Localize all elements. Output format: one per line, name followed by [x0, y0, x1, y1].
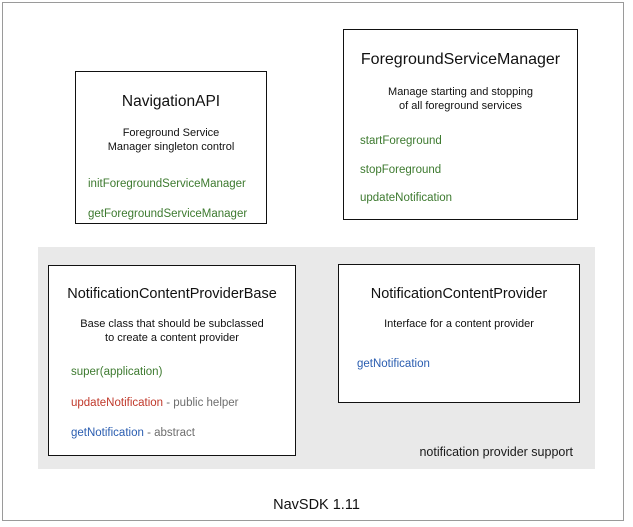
member-list-foreground-service-manager: startForeground stopForeground updateNot… — [344, 135, 577, 205]
member-item[interactable]: updateNotification — [360, 192, 577, 205]
class-title-foreground-service-manager: ForegroundServiceManager — [360, 51, 561, 68]
class-title-notification-content-provider-base: NotificationContentProviderBase — [67, 286, 277, 302]
description-line: Manage starting and stopping — [388, 86, 533, 98]
description-line: Foreground Service — [122, 127, 220, 139]
member-item[interactable]: updateNotification - public helper — [71, 396, 295, 410]
group-panel-label: notification provider support — [419, 445, 573, 459]
member-item[interactable]: getNotification — [357, 358, 579, 371]
class-title-notification-content-provider: NotificationContentProvider — [370, 286, 548, 302]
member-name: updateNotification — [360, 192, 453, 205]
member-item[interactable]: startForeground — [360, 135, 577, 148]
class-box-navigation-api[interactable]: NavigationAPI Foreground Service Manager… — [75, 71, 267, 224]
member-item[interactable]: stopForeground — [360, 163, 577, 177]
member-note: - abstract — [143, 427, 196, 440]
class-description-navigation-api: Foreground Service Manager singleton con… — [76, 126, 266, 154]
member-name: updateNotification — [71, 396, 164, 409]
member-name: getForegroundServiceManager — [88, 207, 248, 220]
member-note: - public helper — [163, 396, 239, 409]
member-item[interactable]: getForegroundServiceManager — [88, 207, 266, 221]
class-box-notification-content-provider[interactable]: NotificationContentProvider Interface fo… — [338, 264, 580, 403]
class-box-foreground-service-manager[interactable]: ForegroundServiceManager Manage starting… — [343, 29, 578, 220]
description-line: Interface for a content provider — [384, 318, 534, 330]
description-line: Base class that should be subclassed — [80, 318, 264, 330]
member-item[interactable]: getNotification - abstract — [71, 427, 295, 440]
member-name: initForegroundServiceManager — [88, 178, 246, 191]
description-line: of all foreground services — [399, 100, 522, 113]
member-name: getNotification — [71, 427, 144, 440]
class-description-notification-content-provider-base: Base class that should be subclassed to … — [49, 317, 295, 345]
page-frame — [2, 2, 624, 521]
class-description-foreground-service-manager: Manage starting and stopping of all fore… — [344, 85, 577, 113]
footer-caption: NavSDK 1.11 — [273, 497, 360, 513]
class-box-notification-content-provider-base[interactable]: NotificationContentProviderBase Base cla… — [48, 265, 296, 456]
member-name: getNotification — [357, 358, 430, 371]
class-title-navigation-api: NavigationAPI — [121, 93, 221, 110]
member-name: startForeground — [360, 135, 442, 148]
member-name: super(application) — [71, 366, 163, 379]
member-name: stopForeground — [360, 163, 442, 176]
member-list-notification-content-provider-base: super(application) updateNotification - … — [49, 366, 295, 440]
member-list-notification-content-provider: getNotification — [339, 358, 579, 371]
description-line: to create a content provider — [105, 332, 239, 345]
class-description-notification-content-provider: Interface for a content provider — [339, 317, 579, 331]
member-item[interactable]: super(application) — [71, 366, 295, 379]
member-list-navigation-api: initForegroundServiceManager getForegrou… — [76, 178, 266, 221]
description-line: Manager singleton control — [107, 141, 235, 154]
member-item[interactable]: initForegroundServiceManager — [88, 178, 266, 191]
